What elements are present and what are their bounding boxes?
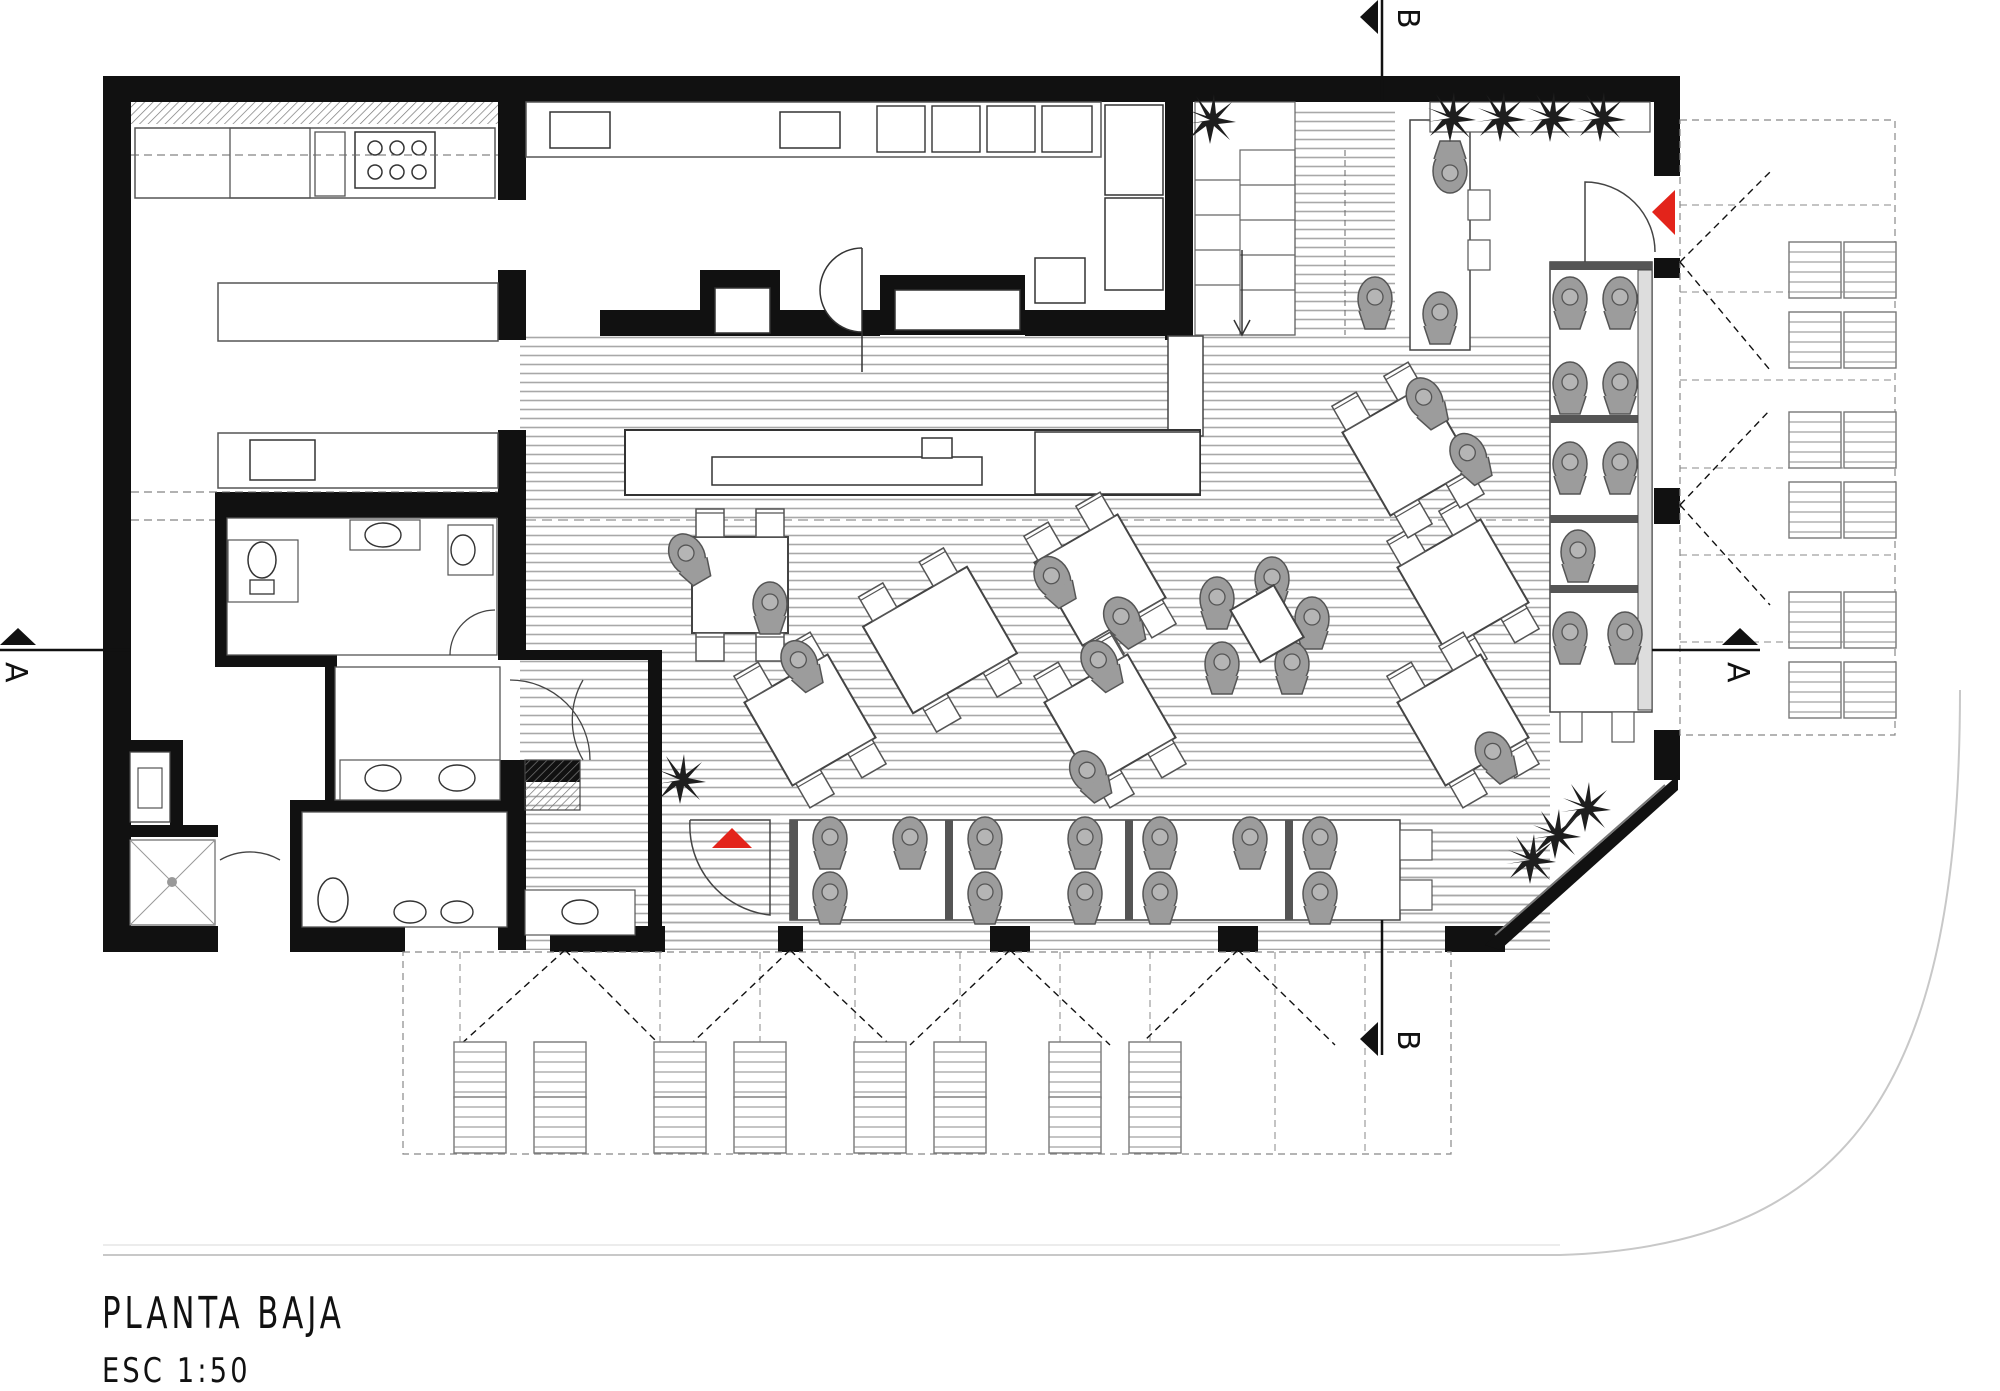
doors — [689, 181, 1656, 916]
bathrooms — [129, 517, 636, 936]
stairs — [1194, 101, 1346, 337]
plan-scale: ESC 1:50 — [102, 1351, 251, 1391]
bottom-booths — [789, 816, 1433, 925]
prep-kitchen — [525, 101, 1164, 372]
table-group — [1199, 556, 1330, 695]
terrace-right — [1679, 119, 1897, 736]
dining-tables — [660, 351, 1542, 817]
section-label-b-top: B — [1390, 8, 1425, 29]
section-label-a-right: A — [1720, 662, 1755, 683]
section-arrow-icon — [1360, 1022, 1378, 1056]
entrance-marker-icon — [1652, 190, 1675, 235]
title-block: PLANTA BAJA ESC 1:50 — [102, 1288, 413, 1391]
table-group — [857, 547, 1023, 733]
section-line-b — [1360, 0, 1384, 1056]
bar-counter — [526, 335, 1650, 521]
property-line — [103, 689, 1961, 1256]
corner-glazing — [1485, 775, 1678, 950]
right-booths — [1357, 101, 1653, 743]
section-label-a-left: A — [0, 662, 33, 683]
section-arrow-icon — [0, 628, 36, 645]
kitchen — [131, 102, 499, 521]
section-line-a — [0, 628, 1760, 652]
section-arrow-icon — [1360, 0, 1378, 34]
entry-deck — [660, 810, 780, 950]
exterior-walls — [103, 76, 1680, 952]
section-label-b-bottom: B — [1390, 1030, 1425, 1051]
plan-title: PLANTA BAJA — [102, 1288, 345, 1339]
section-arrow-icon — [1722, 628, 1758, 645]
terrace-bottom — [402, 949, 1452, 1155]
entrance-marker-icon — [712, 828, 752, 848]
